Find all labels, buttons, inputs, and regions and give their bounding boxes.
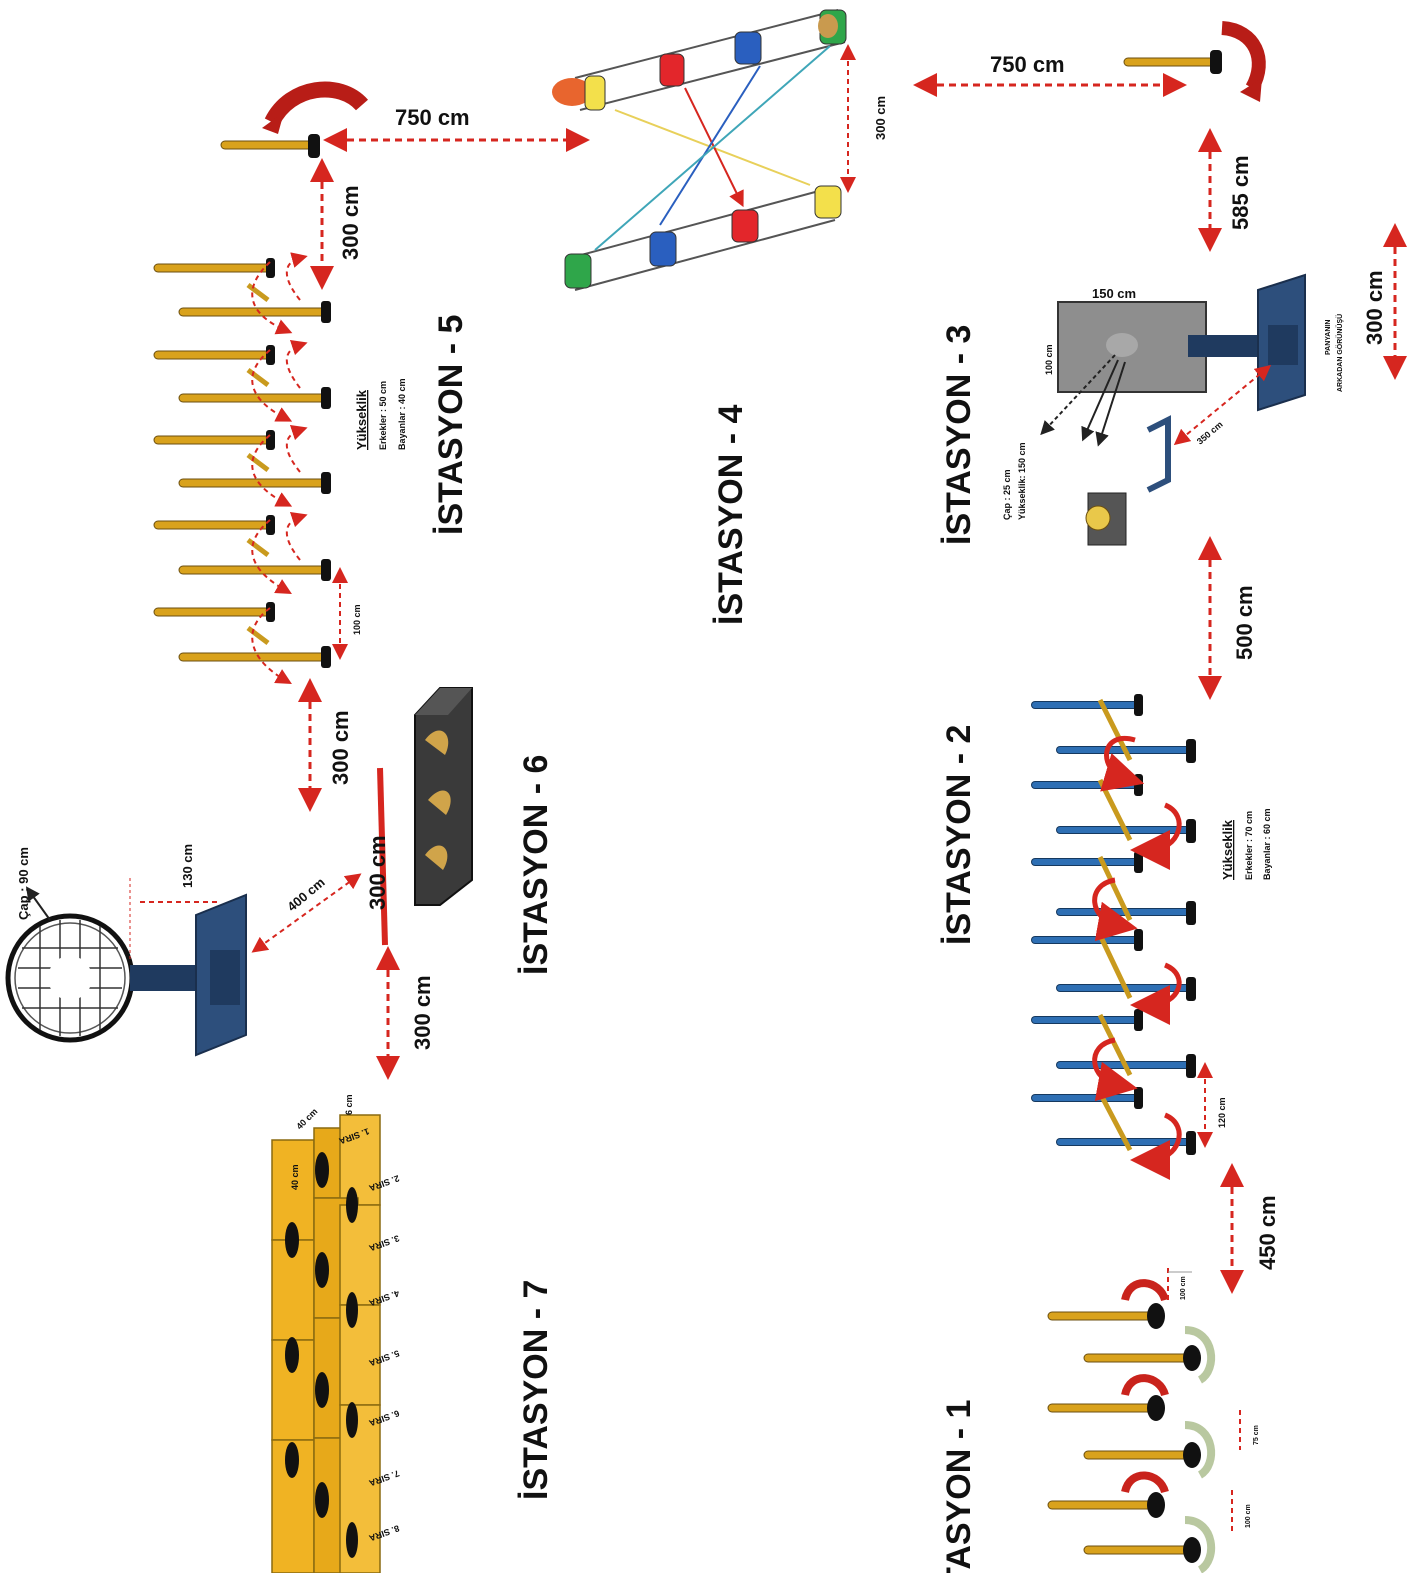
dim-750-left-text: 750 cm [395,105,470,130]
dim-300-s4-text: 300 cm [873,96,888,140]
dim-450-text: 450 cm [1255,1195,1280,1270]
s5-height-note: Yükseklik Erkekler : 50 cm Bayanlar : 40… [354,378,407,450]
station-5: Yükseklik Erkekler : 50 cm Bayanlar : 40… [153,81,407,684]
s3-board-height: 100 cm [1044,344,1054,375]
s5-hurdles [153,252,331,684]
dim-300-s5-top: 300 cm [310,158,363,290]
hoop-stand [130,893,247,1057]
s4-paths [594,45,831,251]
station-1: 100 cm 75 cm 100 cm [1047,1268,1260,1573]
s1-dims: 100 cm 75 cm 100 cm [1167,1268,1260,1535]
s3-shots [1040,354,1126,447]
s3-board-width: 150 cm [1092,286,1136,301]
s3-height: Yükseklik: 150 cm [1017,442,1027,520]
s2-height-note: Yükseklik Erkekler : 70 cm Bayanlar : 60… [1220,808,1272,880]
station-6: 300 cm 300 cm [365,687,473,1080]
dim-500: 500 cm [1198,536,1257,700]
s3-pano-line1: PANYANIN [1325,320,1332,355]
hoop-ring [5,913,135,1043]
station-labels: İSTASYON - 5 İSTASYON - 4 İSTASYON - 3 İ… [432,315,978,1573]
hoop-cap-note: Çap : 90 cm [16,847,51,921]
dim-350-s3-text: 350 cm [1195,419,1225,446]
s2-arrows [1092,735,1182,1180]
s2-120cm-dim: 120 cm [1197,1062,1227,1148]
s6-wall: 300 cm [365,767,390,946]
s2-women-height: Bayanlar : 60 cm [1262,808,1272,880]
hoop-cap-text: Çap : 90 cm [16,847,31,920]
s1-100cm-a-text: 100 cm [1180,1276,1187,1300]
dim-300-s6-bottom: 300 cm [376,946,435,1080]
s3-ball-note: Çap : 25 cm Yükseklik: 150 cm [1002,442,1027,520]
turn-pole-left [220,81,368,158]
s6-wall-300-text: 300 cm [365,835,390,910]
s1-100cm-b-text: 100 cm [1245,1504,1252,1528]
s4-frame [569,9,846,291]
station-2-label: İSTASYON - 2 [940,725,978,945]
station-7: 40 cm 40 cm 6 cm 1. SIRA 2. SIRA 3. SIRA… [271,1094,401,1573]
s3-bracket [1146,415,1171,493]
s3-board: 150 cm 100 cm [1044,286,1207,393]
s3-pano-note: PANYANIN ARKADAN GÖRÜNÜŞÜ [1325,314,1344,392]
s5-100cm-text: 100 cm [352,604,362,635]
dim-300-s5-bottom: 300 cm [298,678,353,812]
s4-bottom-cones [564,185,842,289]
station-5-label: İSTASYON - 5 [432,315,470,535]
station-6-label: İSTASYON - 6 [517,755,555,975]
s2-height-title: Yükseklik [1220,819,1235,880]
s1-turn-arrows [1121,1279,1216,1573]
hoop-station: Çap : 90 cm 130 cm 400 cm [5,844,362,1057]
dim-585-text: 585 cm [1228,155,1253,230]
dim-400: 400 cm [251,873,362,953]
s4-top-cones [552,9,847,111]
s3-ball-box [1085,492,1127,546]
station-3-label: İSTASYON - 3 [940,325,978,545]
s3-cap: Çap : 25 cm [1002,469,1012,520]
s5-men-height: Erkekler : 50 cm [378,381,388,450]
s2-120cm-text: 120 cm [1217,1097,1227,1128]
s3-pano-line2: ARKADAN GÖRÜNÜŞÜ [1335,314,1344,392]
dim-585: 585 cm [1198,128,1253,252]
station-1-label: İSTASYON - 1 [940,1400,978,1573]
station-3: 150 cm 100 cm 350 cm Çap : 25 cm Yüksekl… [1002,223,1407,546]
dim-300-s3-text: 300 cm [1362,270,1387,345]
station-4: 300 cm [552,9,888,291]
dim-300-s4: 300 cm [840,44,888,193]
station-2: Yükseklik Erkekler : 70 cm Bayanlar : 60… [1031,694,1272,1180]
dim-750-right: 750 cm [913,52,1187,97]
s7-6cm: 6 cm [344,1094,354,1115]
dim-300-s3: 300 cm [1362,223,1407,380]
s7-40cm-a: 40 cm [290,1164,300,1190]
dim-300-s6-bottom-text: 300 cm [410,975,435,1050]
s1-75cm-text: 75 cm [1253,1425,1260,1445]
dim-130: 130 cm [129,844,218,960]
dim-130-text: 130 cm [180,844,195,888]
dim-300-s5-bottom-text: 300 cm [328,710,353,785]
dim-750-right-text: 750 cm [990,52,1065,77]
s2-men-height: Erkekler : 70 cm [1244,811,1254,880]
station-7-label: İSTASYON - 7 [517,1280,555,1500]
dim-400-text: 400 cm [284,874,327,914]
s1-poles [1047,1303,1201,1563]
s5-height-title: Yükseklik [354,389,369,450]
turn-pole-right [1123,21,1266,102]
dim-500-text: 500 cm [1232,585,1257,660]
s6-box [414,687,473,906]
s5-women-height: Bayanlar : 40 cm [397,378,407,450]
station-4-label: İSTASYON - 4 [712,405,750,625]
dim-750-left: 750 cm [323,105,590,152]
dim-450: 450 cm [1220,1163,1280,1294]
s5-100cm-dim: 100 cm [332,567,362,660]
s7-footprints [285,1152,358,1558]
dim-300-s5-top-text: 300 cm [338,185,363,260]
